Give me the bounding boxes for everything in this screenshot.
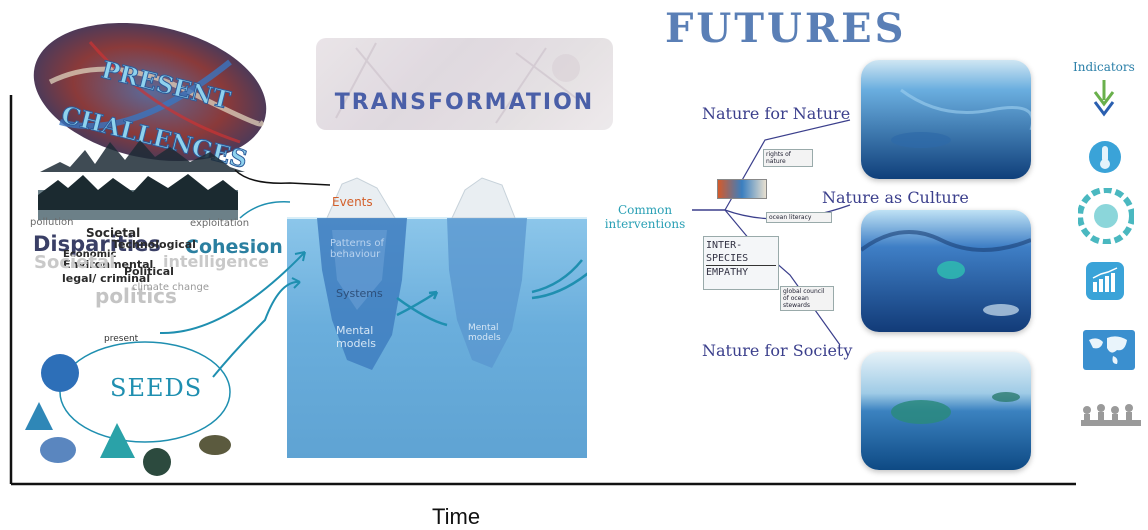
global-council-line-1: global council	[783, 288, 825, 295]
future-card-nature-for-society	[861, 352, 1031, 470]
arrow-seeds-to-iceberg	[212, 280, 301, 378]
word-environmental: Environmental	[63, 258, 154, 271]
seed-oval	[40, 437, 76, 463]
label-mental-models: Mental models	[336, 324, 376, 350]
iceberg-2-tip	[451, 177, 516, 219]
indicators-arrow-icon	[1093, 80, 1115, 117]
nature-for-society-label: Nature for Society	[702, 341, 853, 360]
word-pollution: pollution	[30, 217, 74, 228]
transformation-banner-texture	[335, 42, 580, 124]
common-interventions-label: Common interventions	[604, 203, 686, 231]
interspecies-line-3: EMPATHY	[706, 265, 776, 279]
interspecies-line-1: INTER-	[706, 240, 743, 251]
word-legal-criminal: legal/ criminal	[62, 272, 151, 285]
seed-blue-circle	[41, 354, 79, 392]
tag-collage-image	[717, 179, 767, 199]
word-politics: politics	[95, 284, 177, 308]
global-council-line-3: stewards	[783, 302, 811, 309]
biodiversity-circle-icon	[1078, 188, 1134, 244]
meeting-people-icon	[1081, 404, 1141, 426]
time-axis-label: Time	[432, 504, 481, 529]
label-patterns: Patterns of behaviour	[330, 238, 385, 260]
word-climate-change: climate change	[132, 282, 209, 293]
seed-triangle-small	[25, 402, 53, 430]
thermometer-icon	[1089, 141, 1121, 173]
present-challenges-collage: PRESENT CHALLENGES	[33, 22, 267, 174]
futures-title: FUTURES	[665, 5, 907, 52]
word-cohesion: Cohesion	[185, 236, 283, 258]
tag-rights-of-nature: rights of nature	[763, 149, 813, 167]
future-card-nature-as-culture	[861, 210, 1031, 332]
future-card-nature-for-nature	[861, 60, 1031, 179]
word-societal: Societal	[86, 226, 141, 240]
label-systems: Systems	[336, 287, 383, 300]
global-council-line-2: of ocean	[783, 295, 809, 302]
icebergs-illustration	[287, 177, 587, 370]
world-map-icon	[1083, 330, 1135, 370]
bar-chart-icon	[1086, 262, 1124, 300]
polluted-city-image	[38, 174, 238, 220]
label-events: Events	[332, 195, 373, 209]
seeds-label: SEEDS	[110, 374, 203, 402]
iceberg-2-underwater	[447, 218, 527, 368]
nature-for-nature-label: Nature for Nature	[702, 104, 851, 123]
arrow-challenges-to-iceberg	[239, 201, 291, 219]
word-economic: Economic	[63, 249, 117, 260]
nature-as-culture-label: Nature as Culture	[822, 188, 969, 207]
collage-connector-line	[234, 169, 331, 186]
present-label: present	[104, 334, 139, 344]
word-disparities: Disparities	[33, 232, 161, 256]
interspecies-line-2: SPECIES	[706, 253, 749, 264]
tag-ocean-literacy: ocean literacy	[766, 212, 832, 223]
word-societal-ghost: Societal	[34, 252, 116, 273]
word-exploitation: exploitation	[190, 218, 250, 229]
seeds-diagram	[25, 201, 306, 476]
transformation-title: TRANSFORMATION	[334, 90, 595, 115]
indicators-label: Indicators	[1073, 60, 1135, 74]
seed-triangle-large	[100, 423, 135, 458]
tag-global-council: global council of ocean stewards	[780, 286, 834, 311]
word-intelligence: intelligence	[163, 252, 269, 271]
word-technological: Technological	[112, 238, 196, 251]
seed-rock	[199, 435, 231, 455]
word-political: Political	[124, 265, 174, 278]
label-mental-models-2: Mental models	[468, 323, 501, 343]
tag-interspecies-empathy: INTER- SPECIES EMPATHY	[703, 236, 779, 290]
seed-dark-circle	[143, 448, 171, 476]
transformation-banner	[316, 38, 613, 130]
arrow-present-to-iceberg	[159, 251, 306, 335]
